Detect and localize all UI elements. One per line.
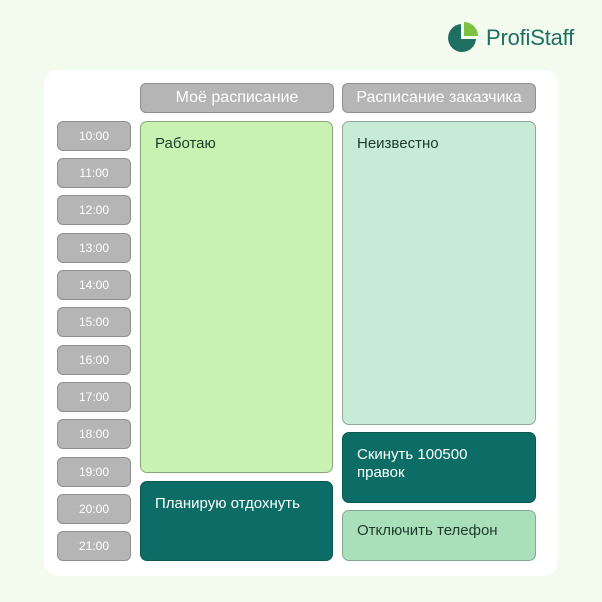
time-slot: 15:00 — [57, 307, 131, 337]
time-slot: 16:00 — [57, 345, 131, 375]
client-schedule-header: Расписание заказчика — [342, 83, 536, 113]
brand-logo: ProfiStaff — [446, 20, 574, 56]
my-schedule-header: Моё расписание — [140, 83, 334, 113]
time-slot: 11:00 — [57, 158, 131, 188]
time-slot: 10:00 — [57, 121, 131, 151]
pie-logo-icon — [448, 22, 478, 52]
client-block-edits: Скинуть 100500 правок — [342, 432, 536, 503]
brand-name: ProfiStaff — [486, 25, 575, 50]
time-slot: 17:00 — [57, 382, 131, 412]
time-slot: 21:00 — [57, 531, 131, 561]
client-block-unknown: Неизвестно — [342, 121, 536, 425]
time-slot: 19:00 — [57, 457, 131, 487]
time-slot: 13:00 — [57, 233, 131, 263]
time-slot: 12:00 — [57, 195, 131, 225]
time-slot: 14:00 — [57, 270, 131, 300]
my-block-rest: Планирую отдохнуть — [140, 481, 333, 561]
time-slot: 18:00 — [57, 419, 131, 449]
time-slot: 20:00 — [57, 494, 131, 524]
client-block-phone-off: Отключить телефон — [342, 510, 536, 561]
my-block-working: Работаю — [140, 121, 333, 473]
